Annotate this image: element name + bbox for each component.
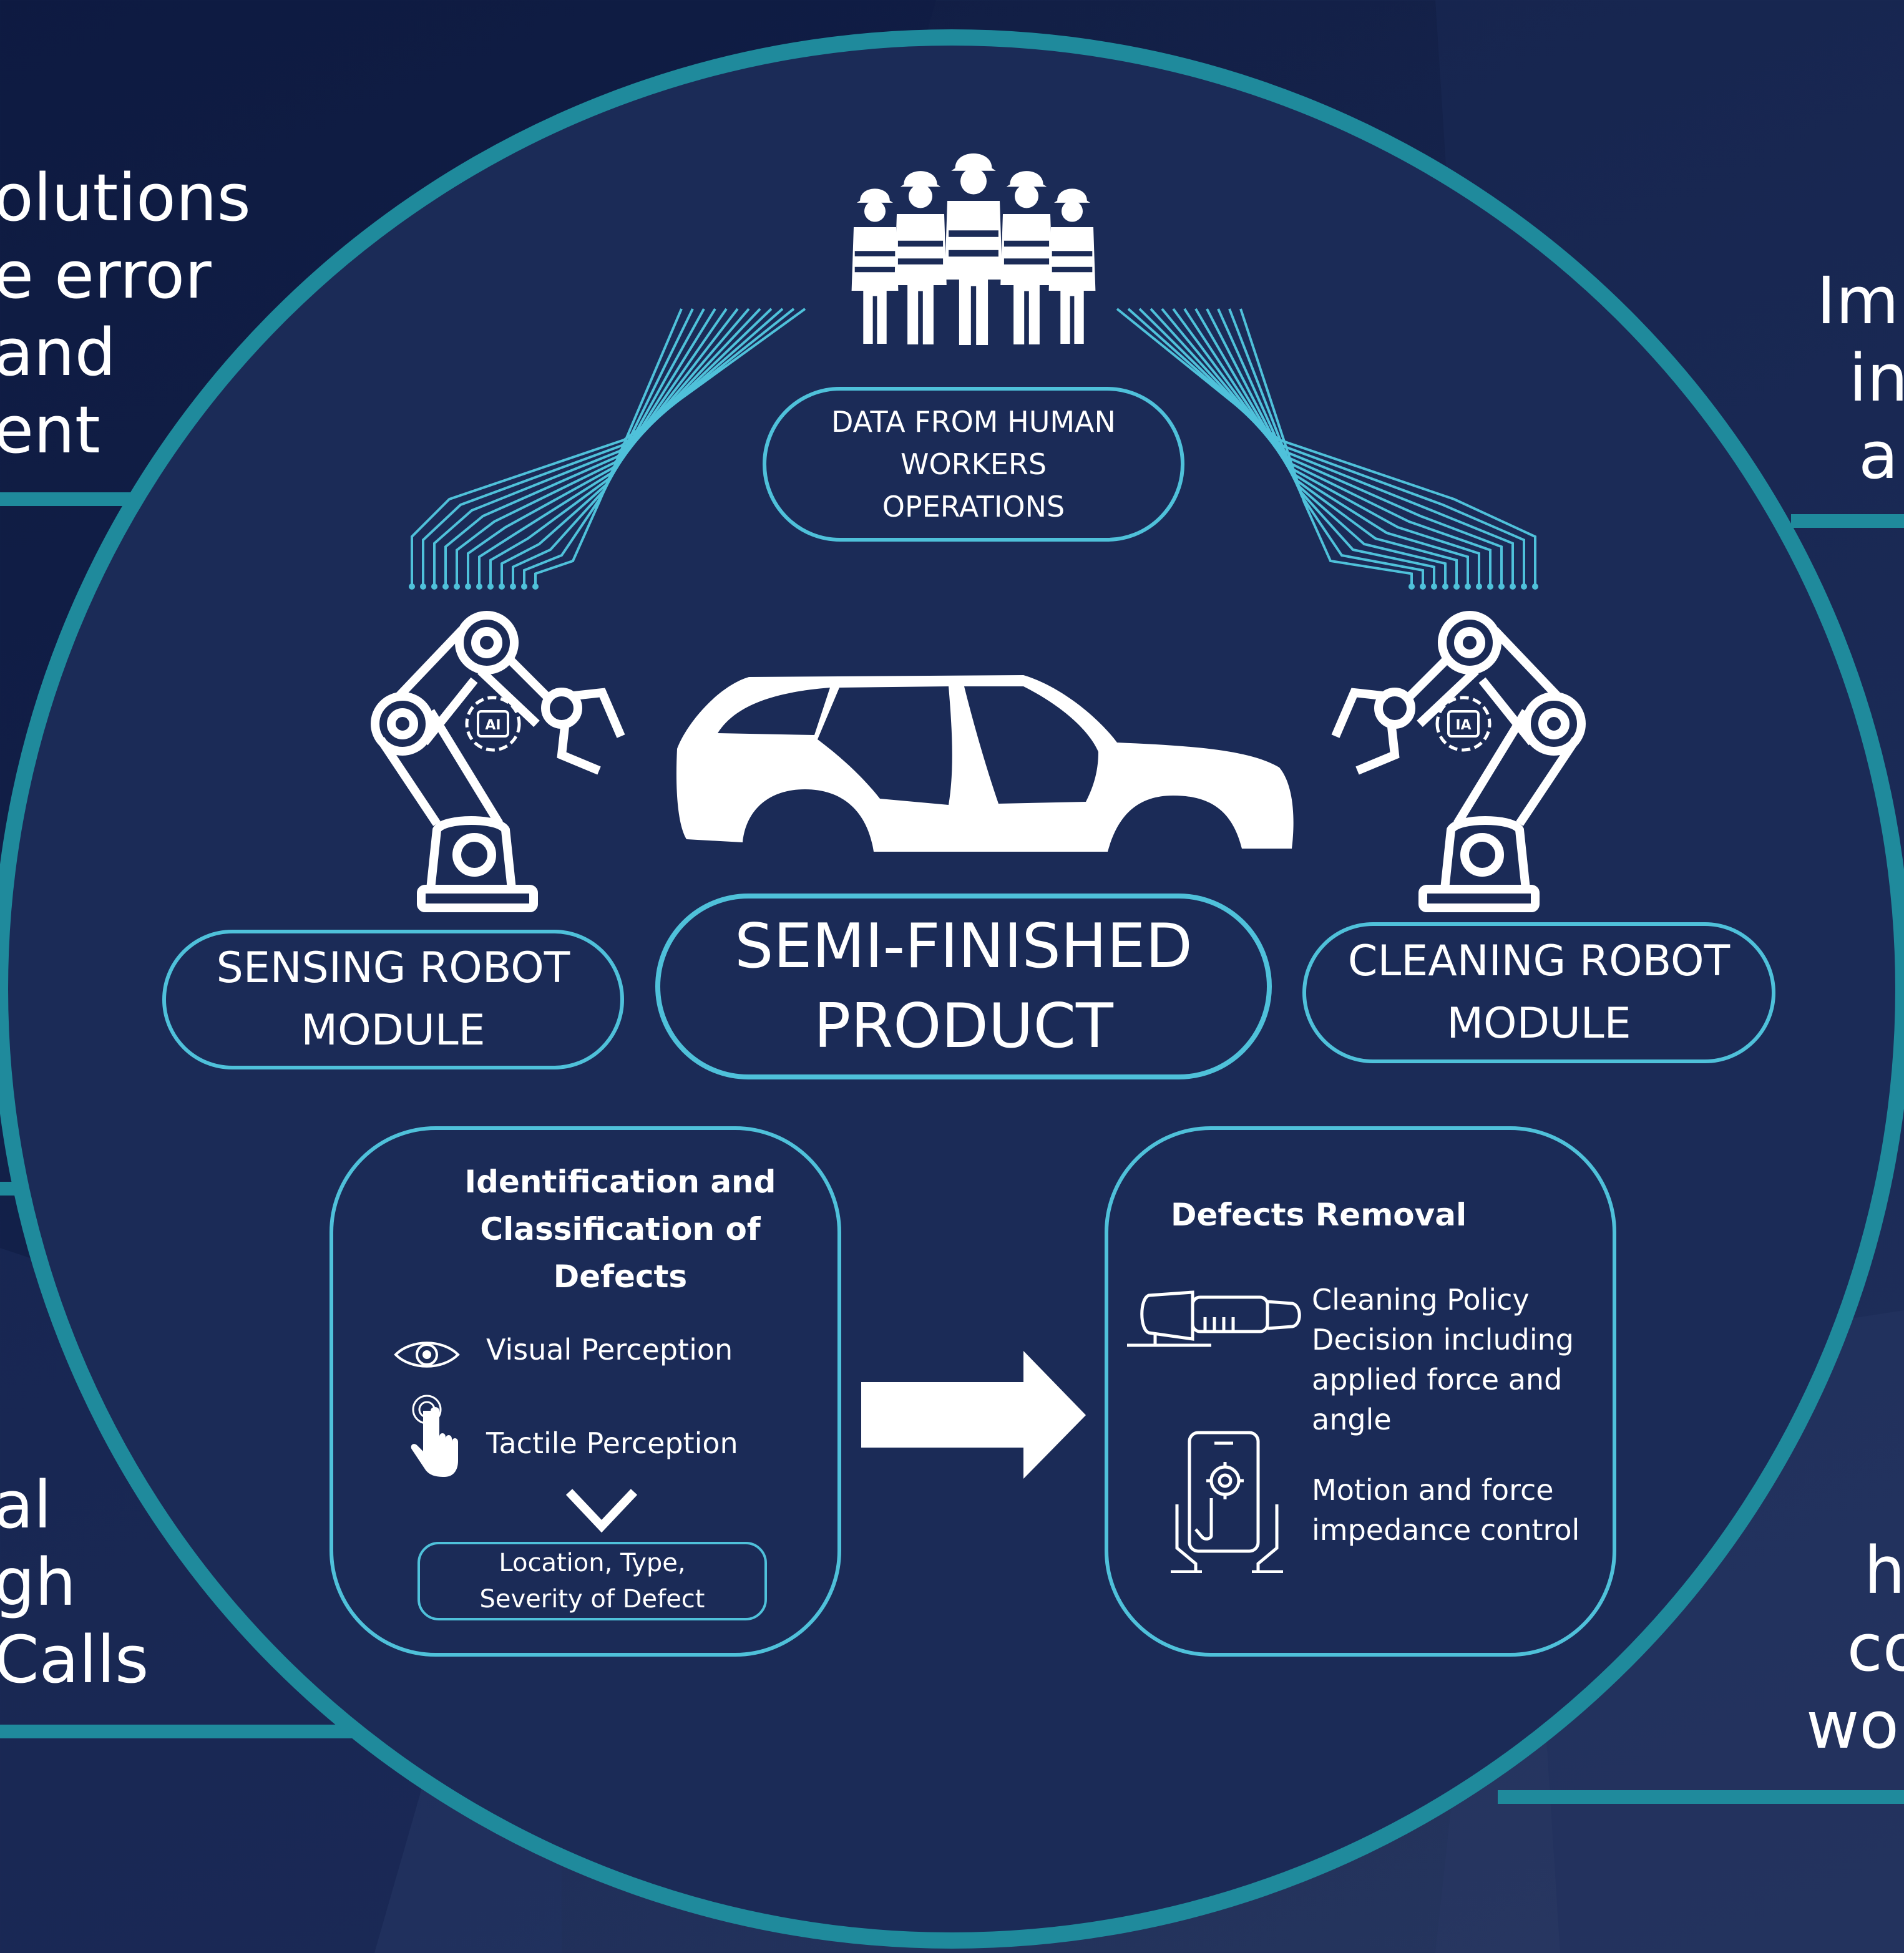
trace-line — [534, 308, 683, 587]
trace-line — [1161, 308, 1491, 587]
trace-dot — [532, 583, 539, 590]
worker-figure — [894, 171, 947, 344]
defect-result-box: Location, Type, Severity of Defect — [417, 1542, 767, 1620]
workers-data-label: DATA FROM HUMAN WORKERS OPERATIONS — [763, 387, 1184, 542]
trace-dot — [1453, 583, 1460, 590]
trace-dot — [1476, 583, 1482, 590]
visual-perception-label: Visual Perception — [486, 1333, 733, 1366]
semi-finished-product-label: SEMI-FINISHED PRODUCT — [655, 894, 1272, 1079]
side-text-left-top: olutions e error and ent — [0, 160, 251, 468]
section-dividers — [0, 492, 1904, 1804]
trace-dot — [1510, 583, 1516, 590]
robot-chip-label: IA — [1455, 718, 1471, 733]
motion-control-label: Motion and force impedance control — [1312, 1473, 1580, 1547]
worker-figure — [851, 188, 899, 344]
trace-dot — [409, 583, 415, 590]
removal-title: Defects Removal — [1171, 1197, 1467, 1233]
tactile-perception-label: Tactile Perception — [486, 1426, 738, 1460]
circuit-traces-right — [1116, 308, 1538, 590]
trace-line — [478, 308, 739, 587]
trace-dot — [1521, 583, 1527, 590]
trace-dot — [1431, 583, 1437, 590]
trace-dot — [1465, 583, 1471, 590]
trace-line — [523, 308, 694, 587]
trace-line — [1217, 308, 1435, 587]
trace-line — [489, 308, 728, 587]
trace-dot — [1498, 583, 1505, 590]
trace-dot — [1420, 583, 1426, 590]
grinder-icon — [1127, 1290, 1301, 1347]
trace-line — [512, 308, 705, 587]
trace-dot — [454, 583, 460, 590]
removal-panel: Defects Removal Cleaning Policy Decision… — [1105, 1126, 1616, 1657]
trace-line — [1228, 308, 1424, 587]
trace-line — [1150, 308, 1503, 587]
sensing-robot-arm-icon: AI — [371, 611, 625, 912]
trace-dot — [487, 583, 494, 590]
sensing-robot-label: SENSING ROBOT MODULE — [162, 930, 624, 1069]
trace-dot — [1408, 583, 1415, 590]
identification-panel: Identification and Classification of Def… — [330, 1126, 841, 1657]
trace-dot — [1487, 583, 1493, 590]
cleaning-robot-arm-icon: IA — [1331, 611, 1586, 912]
worker-figure — [944, 153, 1003, 345]
trace-line — [467, 308, 750, 587]
trace-line — [1183, 308, 1469, 587]
trace-line — [500, 308, 716, 587]
cleaning-robot-label: CLEANING ROBOT MODULE — [1302, 922, 1775, 1063]
touch-icon — [411, 1395, 458, 1477]
trace-dot — [499, 583, 505, 590]
trace-dot — [510, 583, 516, 590]
trace-line — [1172, 308, 1480, 587]
workers-group-icon — [851, 153, 1096, 345]
trace-line — [1206, 308, 1447, 587]
trace-dot — [521, 583, 527, 590]
identification-title: Identification and Classification of Def… — [464, 1164, 776, 1295]
side-text-right-top: Imp in a — [1817, 263, 1904, 494]
trace-dot — [431, 583, 437, 590]
trace-line — [1239, 308, 1413, 587]
trace-dot — [465, 583, 471, 590]
side-text-left-bottom: al gh Calls — [0, 1467, 149, 1698]
process-arrow-icon — [861, 1351, 1086, 1479]
robot-chip-label: AI — [485, 718, 500, 733]
circuit-traces-left — [409, 308, 806, 590]
main-circle — [0, 29, 1904, 1949]
side-text-right-bottom: h co work — [1806, 1532, 1904, 1763]
trace-line — [456, 308, 761, 587]
phone-settings-icon — [1171, 1431, 1283, 1573]
car-body-icon — [676, 675, 1294, 852]
trace-line — [1138, 308, 1514, 587]
eye-icon — [394, 1342, 460, 1368]
worker-figure — [1048, 188, 1096, 344]
trace-dot — [1532, 583, 1538, 590]
trace-dot — [442, 583, 449, 590]
trace-dot — [476, 583, 482, 590]
trace-line — [1194, 308, 1458, 587]
chevron-down-icon — [565, 1489, 638, 1533]
cleaning-policy-label: Cleaning Policy Decision including appli… — [1312, 1283, 1574, 1436]
trace-dot — [420, 583, 426, 590]
worker-figure — [1000, 171, 1053, 344]
trace-dot — [1442, 583, 1448, 590]
